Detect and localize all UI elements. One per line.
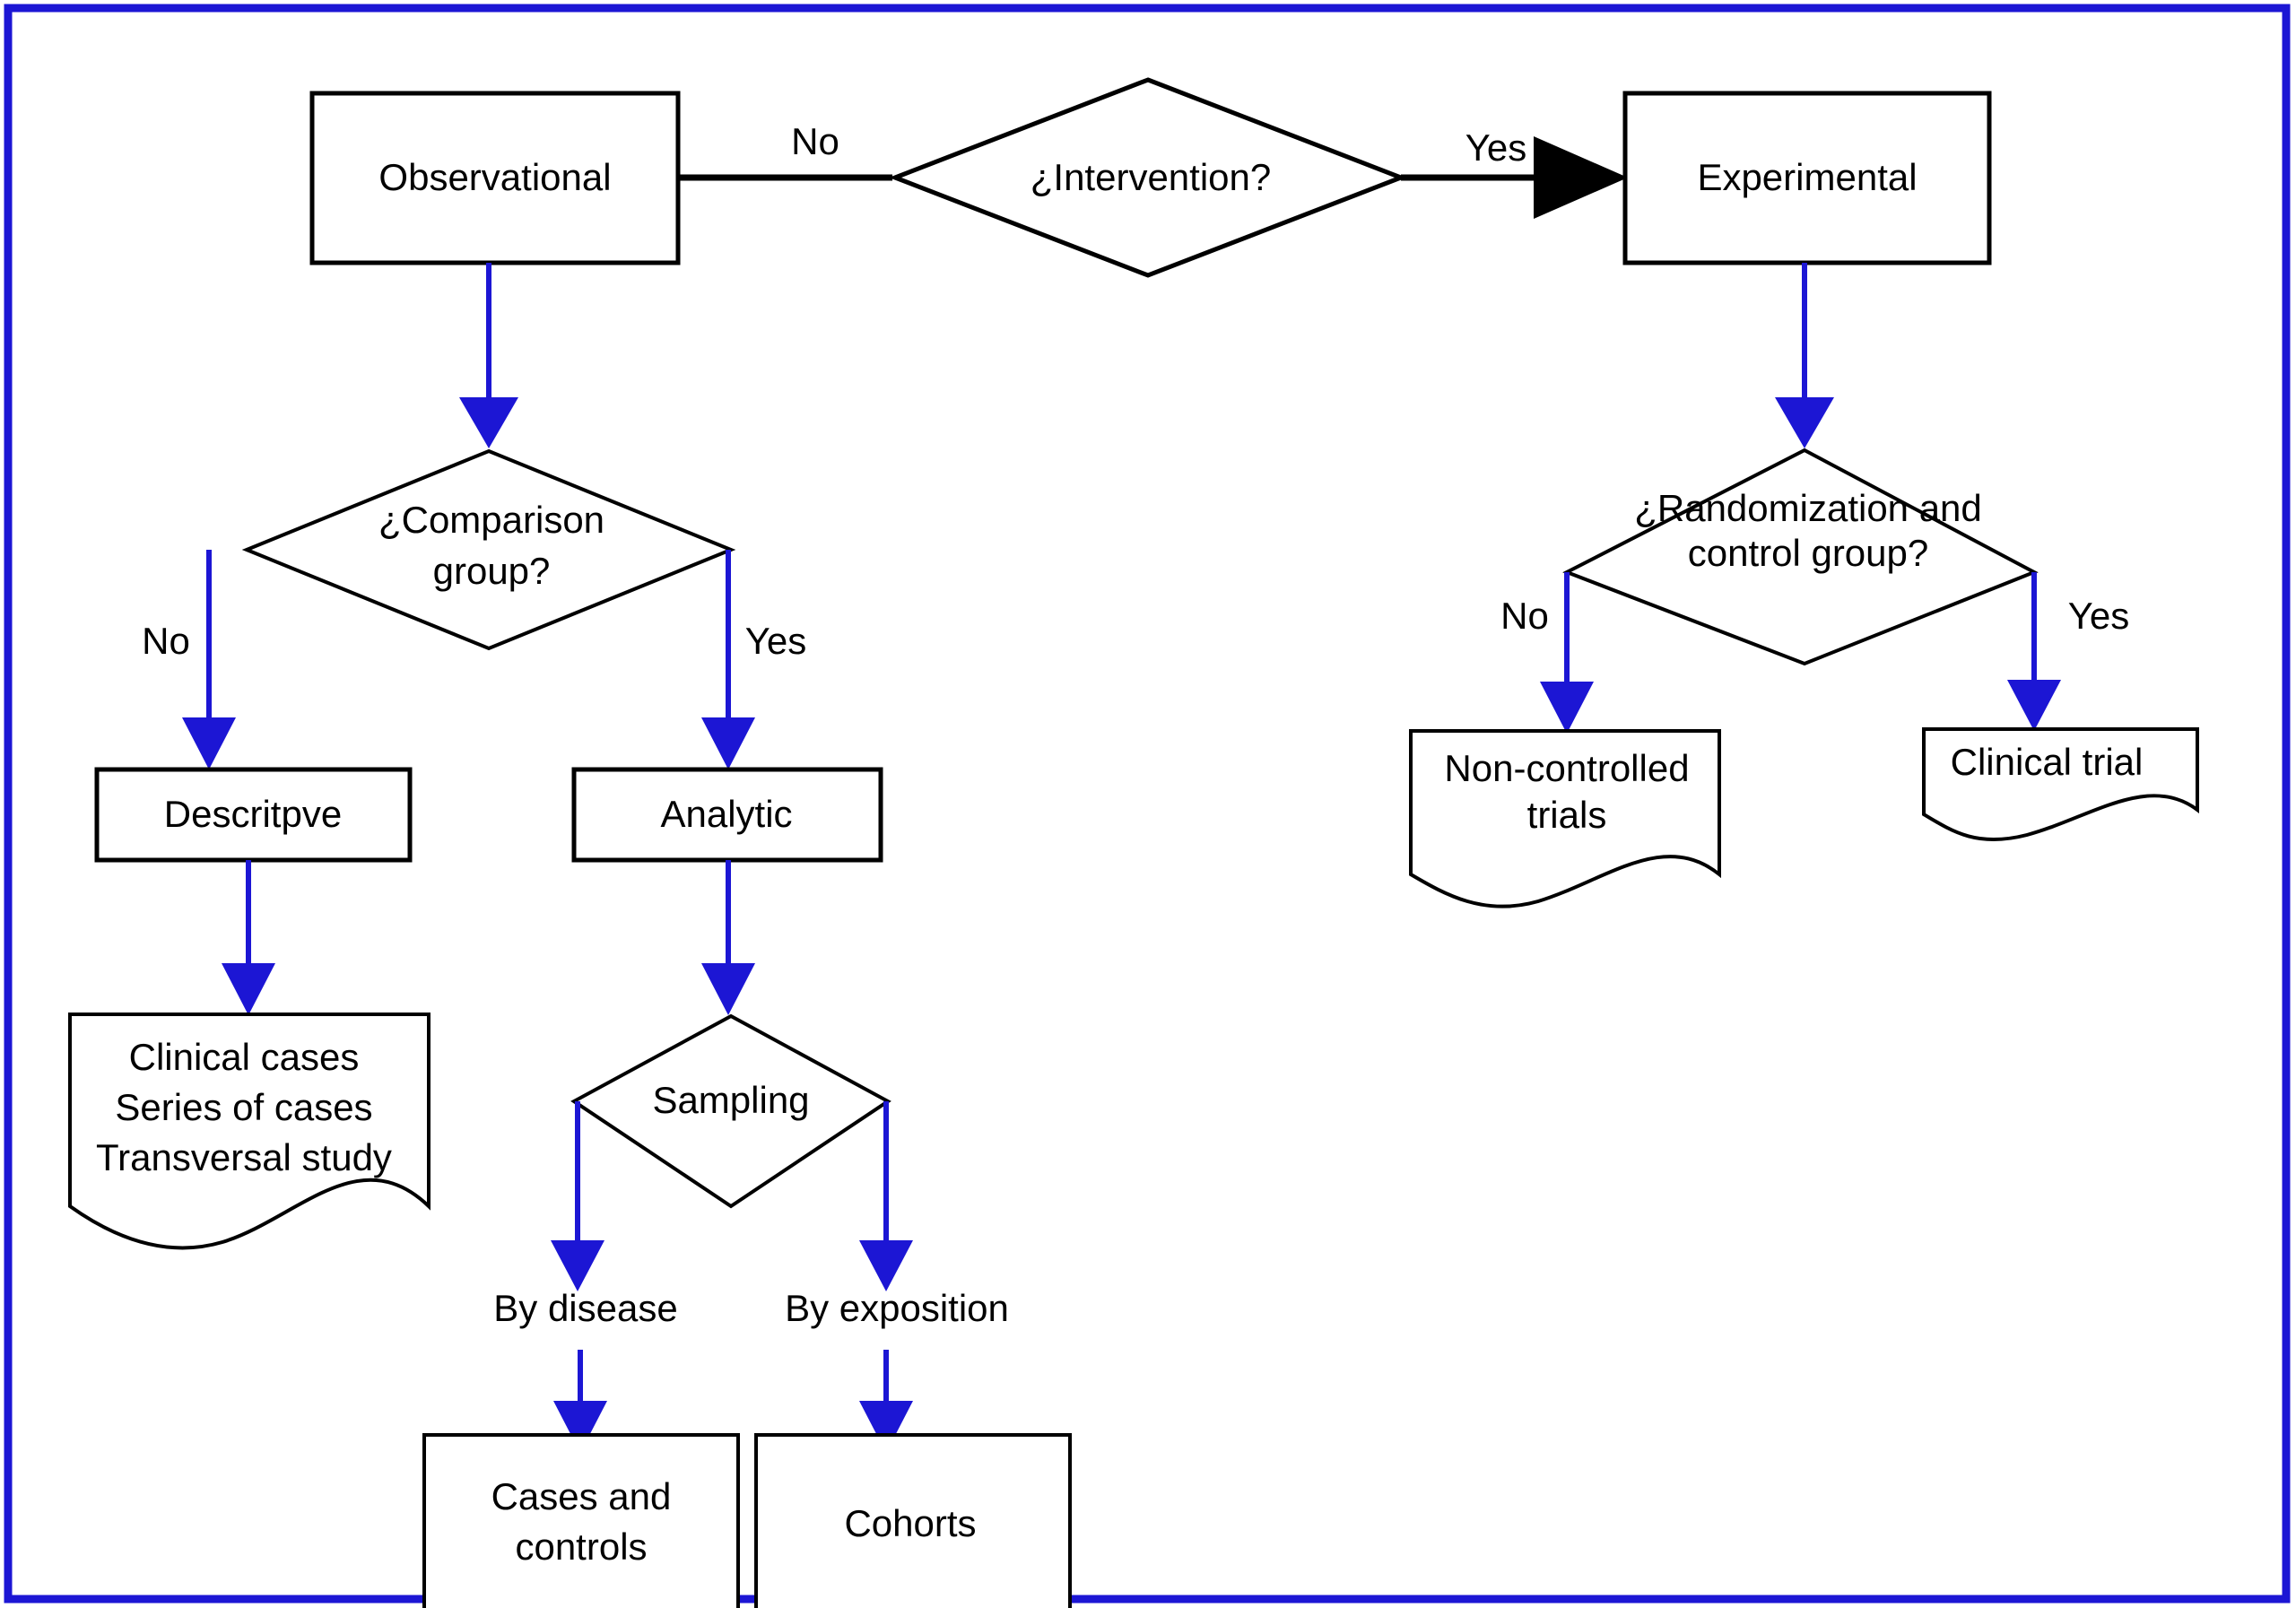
node-cohorts[interactable] (754, 1433, 1072, 1608)
arrowhead-down-icon (1540, 682, 1594, 734)
node-descriptive-label: Descritpve (164, 793, 342, 835)
arrowhead-down-icon (222, 963, 275, 1015)
node-clinical-trial[interactable] (1922, 727, 2199, 842)
node-cohorts-label: Cohorts (844, 1502, 976, 1544)
node-descriptive-doc-label-line3: Transversal study (96, 1136, 392, 1178)
arrowhead-down-icon (701, 717, 755, 769)
node-intervention[interactable] (889, 77, 1407, 278)
arrowhead-right-icon (1534, 136, 1628, 219)
node-descriptive-doc-label-line2: Series of cases (115, 1086, 372, 1128)
node-analytic[interactable] (571, 767, 883, 863)
node-cases-controls-label-line1: Cases and (491, 1475, 672, 1517)
edge-label-randomization-yes: Yes (2068, 595, 2130, 637)
node-non-controlled-trials-label-line2: trials (1527, 794, 1607, 836)
edge-label-by-disease: By disease (493, 1287, 677, 1329)
arrowhead-down-icon (859, 1401, 913, 1453)
node-analytic-label: Analytic (660, 793, 792, 835)
node-observational-label: Observational (378, 156, 611, 198)
node-non-controlled-trials[interactable] (1409, 729, 1721, 908)
edge-label-comparison-no: No (142, 620, 190, 662)
edge-label-intervention-yes: Yes (1465, 126, 1527, 169)
arrowhead-down-icon (459, 397, 518, 448)
edge-label-intervention-no: No (791, 120, 839, 162)
node-sampling-label: Sampling (652, 1079, 809, 1121)
page-border (4, 4, 2291, 1604)
arrowhead-down-icon (551, 1240, 604, 1291)
node-comparison-group-label-line1: ¿Comparison (378, 499, 604, 541)
node-experimental-label: Experimental (1697, 156, 1917, 198)
node-randomization[interactable] (1562, 448, 2039, 666)
arrowhead-down-icon (859, 1240, 913, 1291)
arrowhead-down-icon (701, 963, 755, 1015)
node-randomization-label-line2: control group? (1688, 532, 1929, 574)
node-clinical-trial-label: Clinical trial (1951, 741, 2144, 783)
node-sampling[interactable] (570, 1013, 891, 1209)
node-cases-controls-label-line2: controls (515, 1525, 647, 1568)
node-descriptive-doc-label-line1: Clinical cases (129, 1036, 360, 1078)
node-cases-controls[interactable] (422, 1433, 740, 1608)
arrowhead-down-icon (1775, 397, 1834, 448)
node-experimental[interactable] (1622, 91, 1992, 265)
node-observational[interactable] (309, 91, 681, 265)
node-descriptive[interactable] (94, 767, 413, 863)
arrowhead-down-icon (553, 1401, 607, 1453)
node-comparison-group-label-line2: group? (433, 550, 551, 592)
node-comparison-group[interactable] (241, 448, 736, 651)
edge-label-comparison-yes: Yes (745, 620, 807, 662)
arrowhead-down-icon (2007, 680, 2061, 731)
node-randomization-label-line1: ¿Randomization and (1634, 487, 1982, 529)
arrowhead-down-icon (182, 717, 236, 769)
node-descriptive-doc[interactable] (68, 1013, 430, 1250)
node-intervention-label: ¿Intervention? (1031, 156, 1272, 198)
edge-label-randomization-no: No (1500, 595, 1549, 637)
edge-label-by-exposition: By exposition (785, 1287, 1009, 1329)
node-non-controlled-trials-label-line1: Non-controlled (1444, 747, 1689, 789)
